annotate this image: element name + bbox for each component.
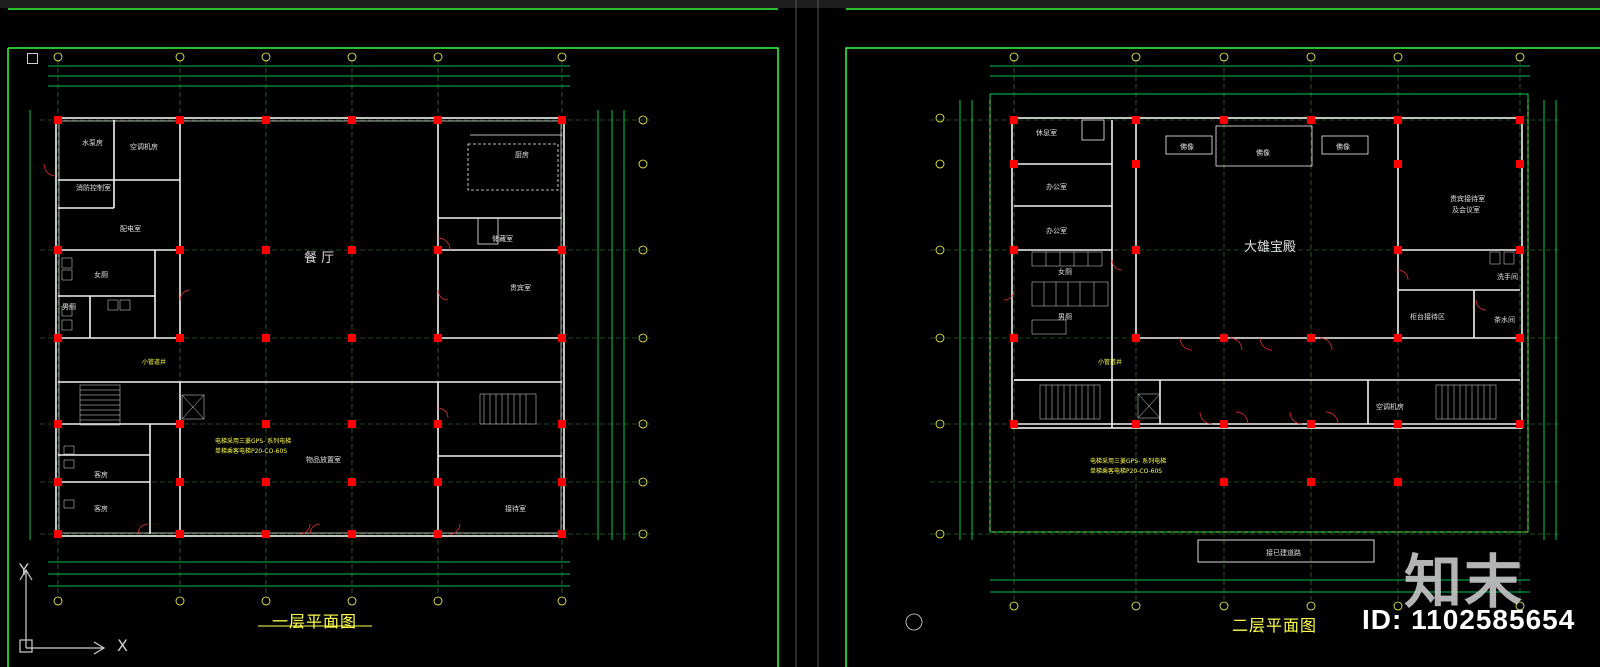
room-label: 及会议室 [1452,206,1480,214]
north-arrow [905,613,923,631]
viewport-corner-square [27,53,38,64]
elevator-note: 单梯乘客电梯P20-CO-60S [215,448,288,455]
ucs-icon [19,568,106,655]
toilet-fixtures-1 [61,257,131,509]
hall-label: 餐 厅 [304,251,335,266]
cad-toolbar-strip [0,0,1600,8]
stairs-2 [1039,384,1497,420]
axis-bubbles-1 [53,52,648,606]
plan-floor-2 [905,52,1560,631]
room-label: 贵宾室 [510,284,531,292]
room-label: 办公室 [1046,183,1067,191]
elevator-note: 单梯乘客电梯P20-CO-60S [1090,468,1163,475]
plan-title: 一层平面图 [272,612,358,631]
room-label: 佛像 [1180,143,1194,151]
columns-2 [1010,116,1524,486]
elevator-note: 电梯采用三菱GPS- 系列电梯 [215,438,292,445]
room-label: 洗手间 [1497,273,1518,281]
room-label: 消防控制室 [76,184,111,192]
watermark-id: ID: 1102585654 [1362,604,1576,635]
room-label: 水泵房 [82,139,103,147]
axis-grid-1 [40,60,650,595]
shaft-label: 小管道井 [1098,359,1123,366]
ucs-y-label: Y [19,560,29,579]
room-label: 柜台接待区 [1410,313,1445,321]
hall-label: 大雄宝殿 [1244,240,1297,255]
room-label: 男厕 [62,303,76,311]
room-label: 接已建道路 [1266,549,1301,557]
ucs-x-label: X [117,636,128,655]
frame-right-sheet [845,47,1600,667]
plan-title: 二层平面图 [1232,616,1318,635]
plan-floor-1 [29,52,650,627]
axis-bubbles-2 [935,52,1525,611]
dimension-lines-1 [29,65,625,587]
room-label: 客房 [94,471,108,479]
room-label: 女厕 [94,271,108,279]
room-label: 办公室 [1046,227,1067,235]
dimension-lines-2 [959,65,1557,593]
doors-2 [1003,259,1487,425]
room-label: 女厕 [1058,268,1072,276]
room-label: 茶水间 [1494,316,1515,324]
room-label: 贵宾接待室 [1450,195,1485,203]
room-label: 储藏室 [492,235,513,243]
frame-left-sheet [8,47,779,667]
room-label: 男厕 [1058,313,1072,321]
walls-1 [55,117,565,537]
room-label: 佛像 [1336,143,1350,151]
walls-2 [1011,117,1523,563]
room-label: 接待室 [505,505,526,513]
axis-grid-2 [930,60,1560,600]
room-label: 休息室 [1036,129,1057,137]
stairs-1 [79,384,537,426]
watermark-logo: 知末 [1404,548,1525,616]
room-label: 客房 [94,505,108,513]
room-label: 佛像 [1256,149,1270,157]
shaft-label: 小管道井 [142,359,167,366]
room-label: 配电室 [120,225,141,233]
room-label: 物品放置室 [306,456,341,464]
room-label: 空调机房 [1376,403,1404,411]
doors-1 [43,163,461,535]
outline-dashed-2 [989,100,1529,533]
elevator-note: 电梯采用三菱GPS- 系列电梯 [1090,458,1167,465]
room-label: 厨房 [515,151,529,159]
room-label: 空调机房 [130,143,158,151]
toilet-stalls-2 [1031,251,1515,335]
columns-1 [54,116,566,538]
sheet-frames [7,0,1600,667]
